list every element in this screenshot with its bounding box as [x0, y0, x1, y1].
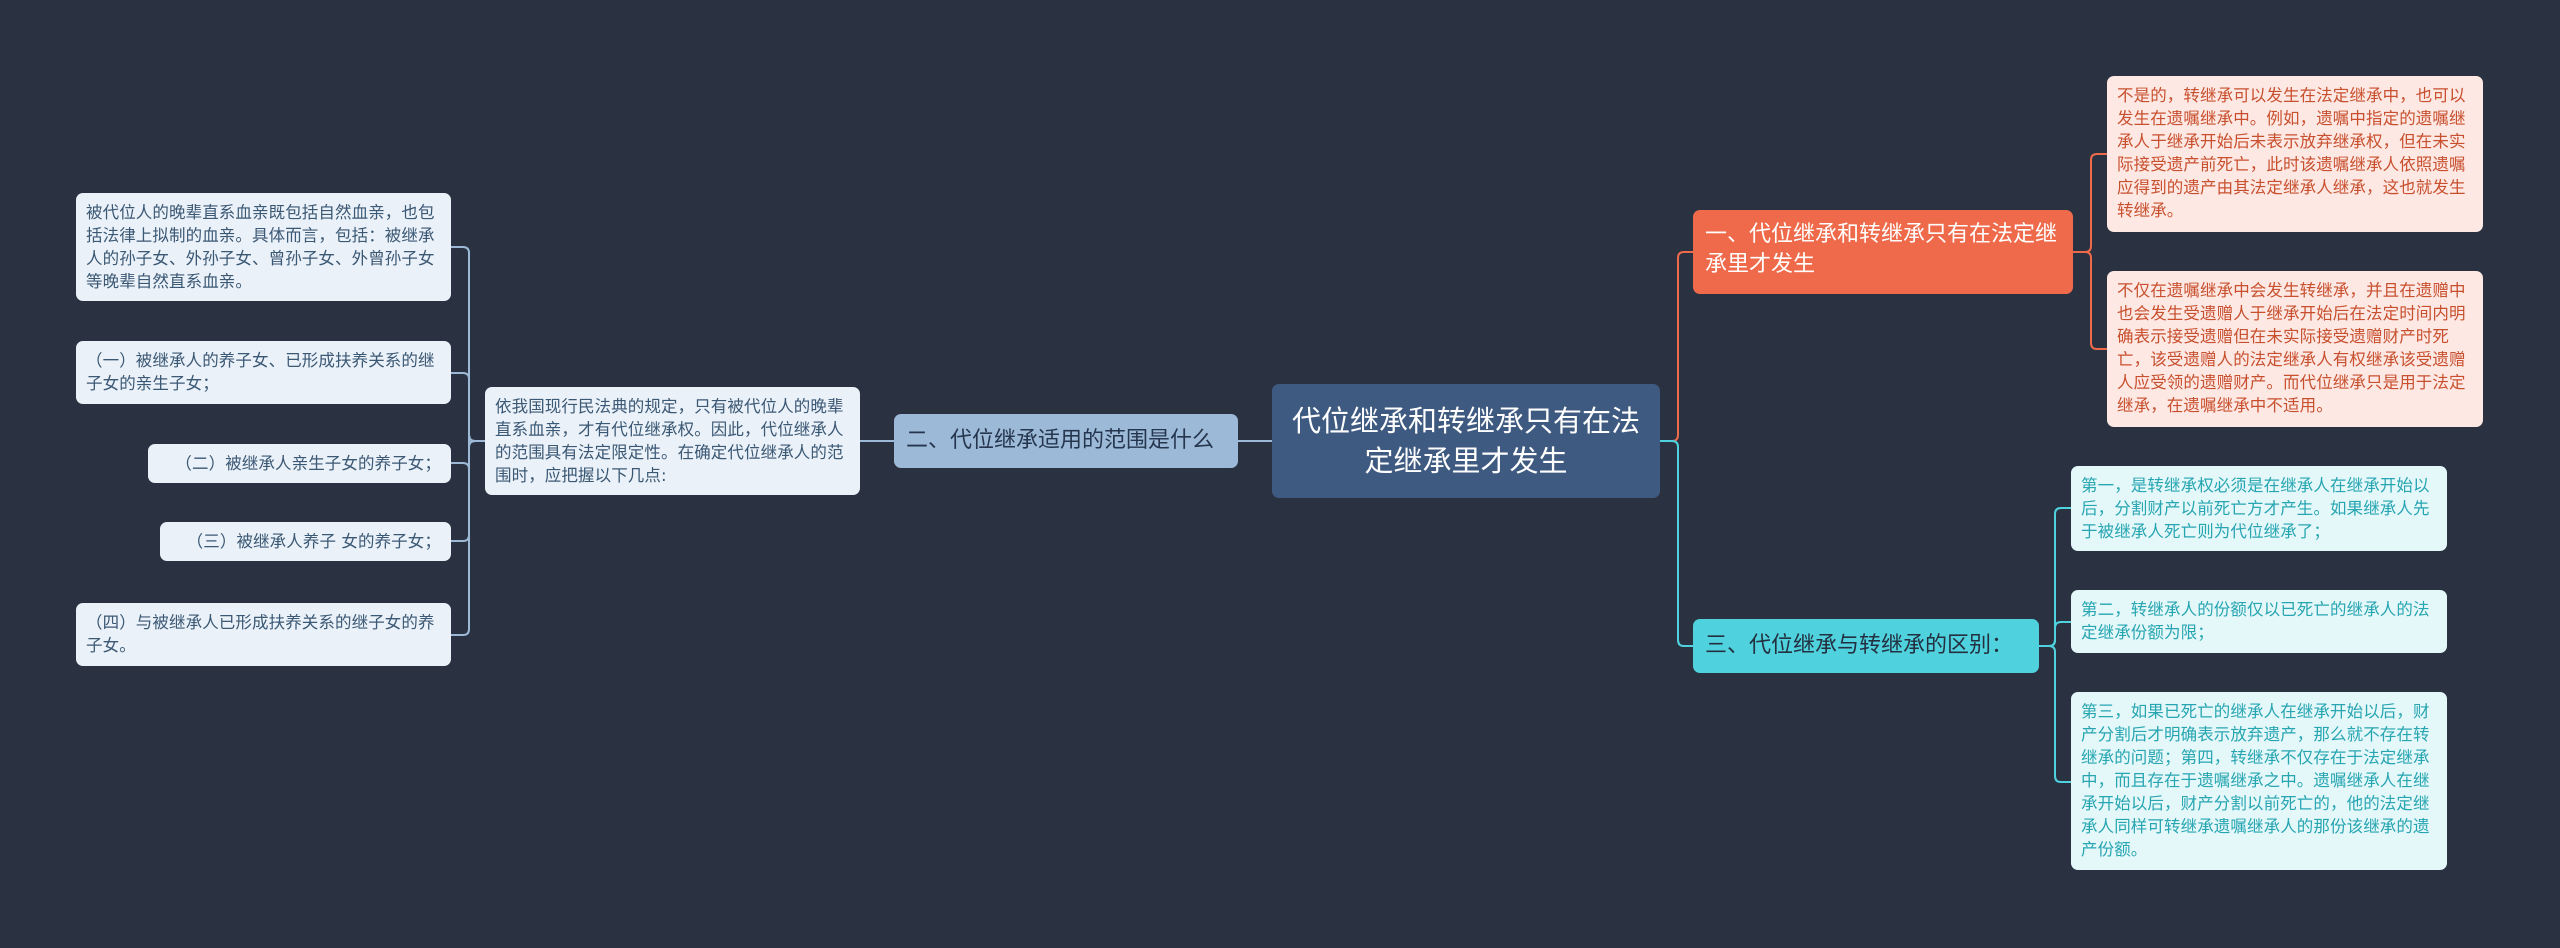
branch-1-leaf-1-text: 不是的，转继承可以发生在法定继承中，也可以发生在遗嘱继承中。例如，遗嘱中指定的遗…: [2117, 86, 2466, 220]
branch-2-leaf-4[interactable]: （三）被继承人养子 女的养子女；: [160, 522, 451, 561]
branch-2-leaf-5[interactable]: （四）与被继承人已形成扶养关系的继子女的养子女。: [76, 603, 451, 666]
root-topic[interactable]: 代位继承和转继承只有在法定继承里才发生: [1272, 384, 1660, 498]
branch-2-leaf-4-text: （三）被继承人养子 女的养子女；: [186, 532, 441, 551]
branch-2-leaf-1[interactable]: 被代位人的晚辈直系血亲既包括自然血亲，也包括法律上拟制的血亲。具体而言，包括：被…: [76, 193, 451, 301]
branch-3-leaf-1[interactable]: 第一，是转继承权必须是在继承人在继承开始以后，分割财产以前死亡方才产生。如果继承…: [2071, 466, 2447, 551]
branch-3-label: 三、代位继承与转继承的区别：: [1705, 633, 2014, 658]
branch-1-leaf-2[interactable]: 不仅在遗嘱继承中会发生转继承，并且在遗赠中也会发生受遗赠人于继承开始后在法定时间…: [2107, 271, 2483, 427]
link-b1-leaf1: [2073, 153, 2107, 253]
branch-3-topic[interactable]: 三、代位继承与转继承的区别：: [1693, 619, 2039, 673]
branch-1-leaf-2-text: 不仅在遗嘱继承中会发生转继承，并且在遗赠中也会发生受遗赠人于继承开始后在法定时间…: [2117, 281, 2466, 415]
branch-2-topic[interactable]: 二、代位继承适用的范围是什么: [894, 414, 1238, 468]
branch-1-leaf-1[interactable]: 不是的，转继承可以发生在法定继承中，也可以发生在遗嘱继承中。例如，遗嘱中指定的遗…: [2107, 76, 2483, 232]
branch-3-leaf-3[interactable]: 第三，如果已死亡的继承人在继承开始以后，财产分割后才明确表示放弃遗产，那么就不存…: [2071, 692, 2447, 870]
branch-2-leaf-2[interactable]: （一）被继承人的养子女、已形成扶养关系的继子女的亲生子女；: [76, 341, 451, 404]
link-b3-leaf2: [2039, 621, 2071, 647]
branch-2-middle[interactable]: 依我国现行民法典的规定，只有被代位人的晚辈直系血亲，才有代位继承权。因此，代位继…: [485, 387, 860, 495]
branch-2-leaf-2-text: （一）被继承人的养子女、已形成扶养关系的继子女的亲生子女；: [86, 351, 435, 393]
root-topic-label: 代位继承和转继承只有在法定继承里才发生: [1291, 404, 1640, 478]
link-mid-leaf2: [451, 372, 485, 442]
branch-3-leaf-1-text: 第一，是转继承权必须是在继承人在继承开始以后，分割财产以前死亡方才产生。如果继承…: [2081, 476, 2430, 541]
branch-2-label: 二、代位继承适用的范围是什么: [906, 428, 1215, 453]
link-root-b3: [1660, 440, 1693, 647]
link-b1-leaf2: [2073, 251, 2107, 350]
branch-3-leaf-3-text: 第三，如果已死亡的继承人在继承开始以后，财产分割后才明确表示放弃遗产，那么就不存…: [2081, 702, 2430, 859]
branch-2-leaf-3[interactable]: （二）被继承人亲生子女的养子女；: [148, 444, 451, 483]
branch-1-label: 一、代位继承和转继承只有在法定继承里才发生: [1705, 222, 2058, 277]
branch-1-topic[interactable]: 一、代位继承和转继承只有在法定继承里才发生: [1693, 210, 2073, 294]
branch-2-leaf-3-text: （二）被继承人亲生子女的养子女；: [175, 454, 441, 473]
branch-2-middle-text: 依我国现行民法典的规定，只有被代位人的晚辈直系血亲，才有代位继承权。因此，代位继…: [495, 397, 844, 485]
branch-3-leaf-2[interactable]: 第二，转继承人的份额仅以已死亡的继承人的法定继承份额为限；: [2071, 590, 2447, 653]
link-mid-leaf5: [451, 440, 485, 636]
link-b3-leaf3: [2039, 645, 2071, 783]
link-root-b1: [1660, 251, 1693, 442]
branch-3-leaf-2-text: 第二，转继承人的份额仅以已死亡的继承人的法定继承份额为限；: [2081, 600, 2430, 642]
branch-2-leaf-1-text: 被代位人的晚辈直系血亲既包括自然血亲，也包括法律上拟制的血亲。具体而言，包括：被…: [86, 203, 435, 291]
branch-2-leaf-5-text: （四）与被继承人已形成扶养关系的继子女的养子女。: [86, 613, 435, 655]
